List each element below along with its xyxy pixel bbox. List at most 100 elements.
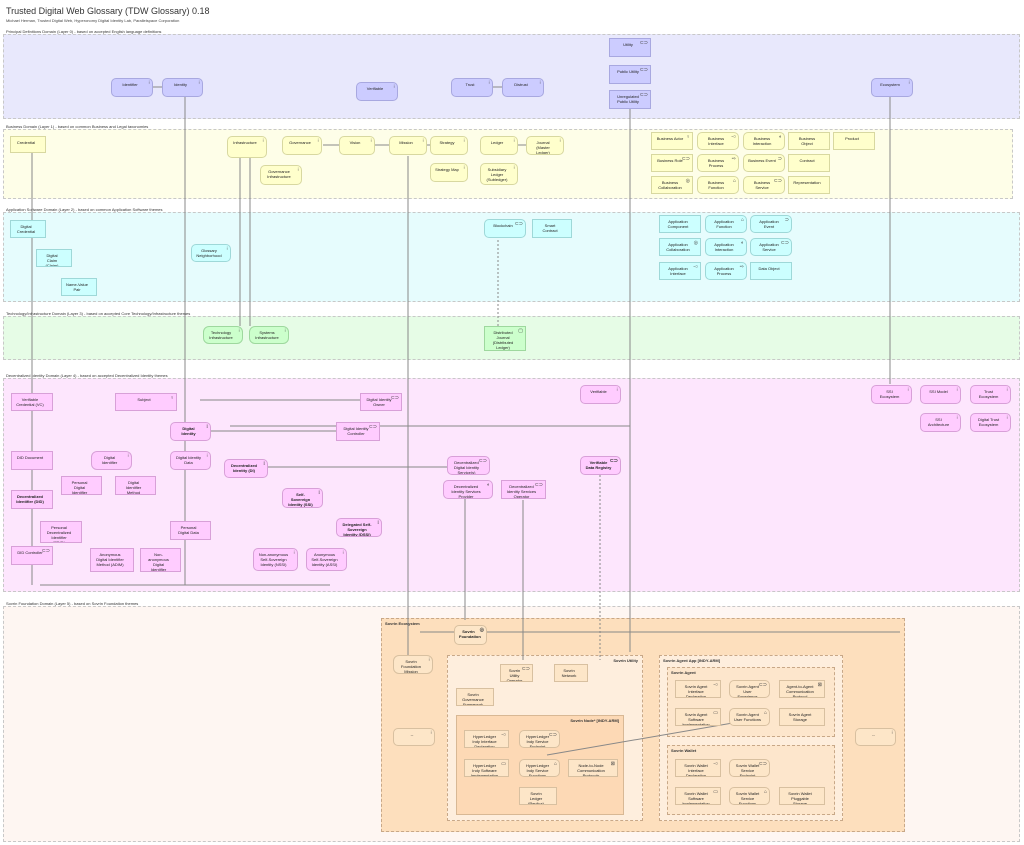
- element-hl-software[interactable]: HyperLedger Indy Software Implementation…: [464, 759, 509, 777]
- legend-application-function[interactable]: Application Function⌂: [705, 215, 747, 233]
- legend-product[interactable]: Product: [833, 132, 875, 150]
- element-sa-storage[interactable]: Sovrin Agent Storage: [779, 708, 825, 726]
- element-ssi-architecture[interactable]: SSI Architecture⁝: [920, 413, 961, 432]
- legend-business-interface[interactable]: Business Interface-○: [697, 132, 739, 150]
- element-ddis[interactable]: Decentralized Digital Identity Service(s…: [447, 456, 490, 475]
- element-sw-storage[interactable]: Sovrin Wallet Pluggable Storage: [779, 787, 825, 805]
- element-personal-digital-identifier[interactable]: Personal Digital Identifier: [61, 476, 102, 495]
- element-strategy[interactable]: Strategy⁝: [430, 136, 468, 155]
- legend-business-interaction[interactable]: Business Interaction◐: [743, 132, 785, 150]
- element-digital-identity-owner[interactable]: Digital Identity Owner⊂⊃: [360, 393, 402, 411]
- element-sovrin-foundation-mission[interactable]: Sovrin Foundation Mission⁝: [393, 655, 433, 674]
- element-digital-identity-data[interactable]: Digital Identity Data⁝: [170, 451, 211, 470]
- element-nssi[interactable]: Non-anonymous Self-Sovereign Identity (N…: [253, 548, 298, 571]
- element-sa-ux[interactable]: Sovrin Agent User Experience⊂⊃: [729, 680, 770, 698]
- element-name-value-pair[interactable]: Name-Value Pair: [61, 278, 97, 296]
- element-ssi[interactable]: Self-Sovereign Identity (SSI)⁝: [282, 488, 323, 508]
- element-did-document[interactable]: DID Document: [11, 451, 53, 470]
- legend-application-collaboration[interactable]: Application Collaboration◎: [659, 238, 701, 256]
- legend-application-interaction[interactable]: Application Interaction◐: [705, 238, 747, 256]
- legend-business-role[interactable]: Business Role⊂⊃: [651, 154, 693, 172]
- element-vision[interactable]: Vision⁝: [339, 136, 375, 155]
- legend-application-service[interactable]: Application Service⊂⊃: [750, 238, 792, 256]
- element-identifier[interactable]: Identifier⁝: [111, 78, 153, 97]
- element-personal-digital-data[interactable]: Personal Digital Data: [170, 521, 211, 540]
- element-sgf[interactable]: Sovrin Governance Framework (SGF): [456, 688, 494, 706]
- element-sa-software[interactable]: Sovrin Agent Software Implementation▭: [675, 708, 721, 726]
- element-dssi[interactable]: Delegated Self-Sovereign Identity (DSSI)…: [336, 518, 382, 537]
- element-sovrin-network[interactable]: Sovrin Network: [554, 664, 588, 682]
- element-digital-identifier[interactable]: Digital Identifier⁝: [91, 451, 132, 470]
- element-technology-infrastructure[interactable]: Technology Infrastructure⁝: [203, 326, 243, 344]
- element-sovrin-ledger[interactable]: Sovrin Ledger (Replica): [519, 787, 557, 805]
- element-infrastructure[interactable]: Infrastructure⁝: [227, 136, 267, 158]
- element-verifiable-data-registry[interactable]: Verifiable Data Registry⊂⊃: [580, 456, 621, 475]
- element-dis-operator[interactable]: Decentralized Identity Services Operator…: [501, 480, 546, 499]
- legend-application-event[interactable]: Application Event⊃: [750, 215, 792, 233]
- element-sw-interface[interactable]: Sovrin Wallet Interface Declaration-○: [675, 759, 721, 777]
- element-digital-claim[interactable]: Digital Claim (Claim): [36, 249, 72, 267]
- element-sa-interface[interactable]: Sovrin Agent Interface Declaration-○: [675, 680, 721, 698]
- element-did-controller[interactable]: DID Controller⊂⊃: [11, 546, 53, 565]
- element-hl-endpoint[interactable]: HyperLedger Indy Service Endpoint⊂⊃: [519, 730, 560, 748]
- element-verifiable[interactable]: Verifiable⁝: [356, 82, 398, 101]
- element-subsidiary-ledger[interactable]: Subsidiary Ledger (Subledger)⁝: [480, 163, 518, 185]
- element-digital-identifier-method[interactable]: Digital Identifier Method: [115, 476, 156, 495]
- legend-business-object[interactable]: Business Object: [788, 132, 830, 150]
- element-distributed-journal[interactable]: Distributed Journal (Distributed Ledger)…: [484, 326, 526, 351]
- legend-representation[interactable]: Representation: [788, 176, 830, 194]
- legend-business-function[interactable]: Business Function⌂: [697, 176, 739, 194]
- element-trust[interactable]: Trust⁝: [451, 78, 493, 97]
- element-journal[interactable]: Journal (Master Ledger)⁝: [526, 136, 564, 155]
- element-decentralized-identifier[interactable]: Decentralized Identifier (DID): [11, 490, 53, 509]
- legend-application-component[interactable]: Application Component: [659, 215, 701, 233]
- element-subject[interactable]: Subject♀: [115, 393, 177, 411]
- element-systems-infrastructure[interactable]: Systems Infrastructure⁝: [249, 326, 289, 344]
- legend-business-collaboration[interactable]: Business Collaboration◎: [651, 176, 693, 194]
- legend-business-event[interactable]: Business Event⊃: [743, 154, 785, 172]
- element-governance-infrastructure[interactable]: Governance Infrastructure⁝: [260, 165, 302, 185]
- element-public-utility[interactable]: Public Utility⊂⊃: [609, 65, 651, 84]
- legend-data-object[interactable]: Data Object: [750, 262, 792, 280]
- element-sovrin-utility-operator[interactable]: Sovrin Utility Operator⊂⊃: [500, 664, 533, 682]
- legend-application-interface[interactable]: Application Interface-○: [659, 262, 701, 280]
- element-sw-functions[interactable]: Sovrin Wallet Service Functions⌂: [729, 787, 770, 805]
- element-credential[interactable]: Credential: [10, 136, 46, 153]
- element-smart-contract[interactable]: Smart Contract: [532, 219, 572, 238]
- element-verifiable-credential[interactable]: Verifiable Credential (VC): [11, 393, 53, 411]
- legend-business-process[interactable]: Business Process⇨: [697, 154, 739, 172]
- element-a2a[interactable]: Agent-to-Agent Communication Protocol⊠: [779, 680, 825, 698]
- element-hl-functions[interactable]: HyperLedger Indy Service Functions⌂: [519, 759, 560, 777]
- element-sw-software[interactable]: Sovrin Wallet Software Implementation▭: [675, 787, 721, 805]
- element-digital-identity-controller[interactable]: Digital Identity Controller⊂⊃: [336, 422, 380, 441]
- element-sa-functions[interactable]: Sovrin Agent User Functions⌂: [729, 708, 770, 726]
- element-verifiable-l4[interactable]: Verifiable⁝: [580, 385, 621, 404]
- element-placeholder-right[interactable]: --⁝: [855, 728, 896, 746]
- element-sovrin-foundation[interactable]: Sovrin Foundation◎: [454, 625, 487, 645]
- element-ssi-model[interactable]: SSI Model⁝: [920, 385, 961, 404]
- element-ndim[interactable]: Non-anonymous Digital Identifier Method …: [140, 548, 181, 572]
- element-strategy-map[interactable]: Strategy Map⁝: [430, 163, 468, 182]
- element-sw-endpoint[interactable]: Sovrin Wallet Service Endpoint⊂⊃: [729, 759, 770, 777]
- element-dis-provider[interactable]: Decentralized Identity Services Provider…: [443, 480, 493, 499]
- element-ssi-ecosystem[interactable]: SSI Ecosystem⁝: [871, 385, 912, 404]
- element-identity[interactable]: Identity⁝: [162, 78, 203, 97]
- element-digital-credential[interactable]: Digital Credential: [10, 220, 46, 238]
- element-ledger[interactable]: Ledger⁝: [480, 136, 518, 155]
- element-digital-trust-ecosystem[interactable]: Digital Trust Ecosystem⁝: [970, 413, 1011, 432]
- legend-business-actor[interactable]: Business Actor♀: [651, 132, 693, 150]
- legend-application-process[interactable]: Application Process⇨: [705, 262, 747, 280]
- element-placeholder-left[interactable]: --⁝: [393, 728, 435, 746]
- element-unregulated-public-utility[interactable]: Unregulated Public Utility⊂⊃: [609, 90, 651, 109]
- element-decentralized-identity[interactable]: Decentralized Identity (DI)⁝: [224, 459, 268, 478]
- element-blockchain[interactable]: Blockchain⊂⊃: [484, 219, 526, 238]
- element-pdid[interactable]: Personal Decentralized Identifier (PDID): [40, 521, 82, 543]
- element-distrust[interactable]: Distrust⁝: [502, 78, 544, 97]
- element-ecosystem[interactable]: Ecosystem⁝: [871, 78, 913, 97]
- element-mission[interactable]: Mission⁝: [389, 136, 427, 155]
- element-trust-ecosystem[interactable]: Trust Ecosystem⁝: [970, 385, 1011, 404]
- element-glossary-neighborhood[interactable]: Glossary Neighborhood⁝: [191, 244, 231, 262]
- element-n2n[interactable]: Node-to-Node Communication Protocols⊠: [568, 759, 618, 777]
- element-governance[interactable]: Governance⁝: [282, 136, 322, 155]
- element-assi[interactable]: Anonymous Self-Sovereign Identity (ASSI)…: [306, 548, 347, 571]
